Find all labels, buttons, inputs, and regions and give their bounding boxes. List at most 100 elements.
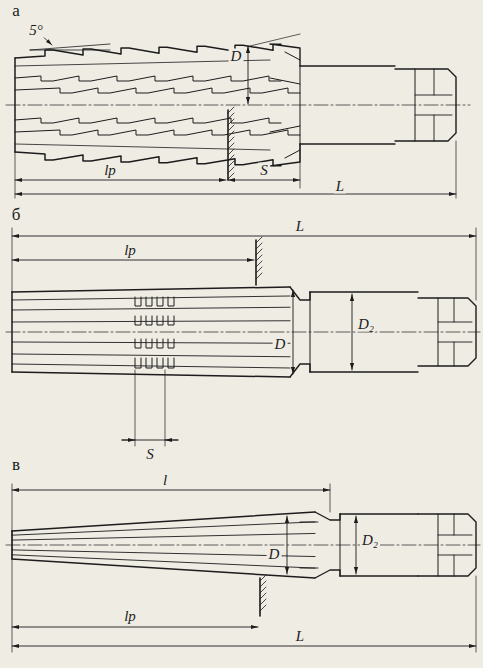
outline-stroke [12,342,290,343]
outline-stroke [157,297,163,306]
outline-stroke [438,514,439,576]
outline-stroke [15,144,270,150]
outline-stroke [12,372,290,377]
outline-stroke [438,322,472,323]
outline-stroke [146,358,152,368]
outline-stroke [12,354,290,357]
reamer-lines [6,32,480,652]
stop-face [227,110,229,180]
outline-stroke [165,370,166,446]
hatch [260,593,266,599]
hatch [260,587,266,593]
outline-stroke [340,514,341,576]
dimension-line [12,646,476,647]
hatch [228,143,234,149]
dimension-label: lр [122,609,138,624]
center-line [6,105,470,106]
outline-stroke [418,514,476,576]
hatch [228,113,234,119]
outline-stroke [300,66,301,144]
dimension-label: D [273,337,288,352]
dimension-line [15,180,226,181]
hatch [228,107,234,113]
outline-stroke [168,339,174,348]
outline-stroke [300,65,395,66]
outline-stroke [12,307,290,310]
outline-stroke [168,358,174,368]
outline-stroke [15,88,300,93]
dimension-line [15,194,456,195]
hatch [228,173,234,179]
outline-stroke [315,512,340,520]
dimension-line [352,294,353,370]
outline-stroke [157,339,163,348]
dimension-label: lр [102,163,118,178]
hatch [228,131,234,137]
outline-stroke [434,69,435,95]
outline-stroke [135,297,141,306]
dimension-line [248,46,249,104]
outline-stroke [12,531,13,652]
outline-stroke [146,316,152,325]
hatch [228,155,234,161]
outline-stroke [270,126,300,132]
outline-stroke [30,44,110,50]
hatch [256,267,262,273]
outline-stroke [135,339,141,348]
hatch [228,125,234,131]
hatch [228,149,234,155]
outline-stroke [285,150,300,158]
dimension-label: D [229,49,244,64]
outline-stroke [300,568,318,569]
dimension-line [12,236,476,237]
outline-stroke [135,316,141,325]
outline-stroke [415,95,452,96]
hatch [256,261,262,267]
outline-stroke [168,316,174,325]
dimension-line [228,180,300,181]
outline-stroke [438,342,472,343]
outline-stroke [270,144,300,166]
outline-stroke [438,555,472,556]
outline-stroke [285,52,300,60]
outline-stroke [146,297,152,306]
outline-stroke [15,152,281,166]
dimension-label: 5° [27,23,45,38]
dimension-line [12,260,254,261]
outline-stroke [300,522,318,523]
outline-stroke [15,118,281,123]
outline-stroke [12,321,290,322]
outline-stroke [135,370,136,446]
outline-stroke [395,69,456,141]
dimension-line [287,516,288,574]
outline-stroke [157,316,163,325]
outline-stroke [300,143,395,144]
hatch [260,599,266,605]
outline-stroke [122,440,178,441]
hatch [256,243,262,249]
hatch [228,161,234,167]
outline-stroke [415,115,452,116]
center-line [6,332,480,333]
outline-stroke [270,78,300,84]
outline-stroke [12,296,290,300]
outline-stroke [415,69,416,141]
outline-stroke [310,292,311,372]
dimension-line [356,516,357,574]
dimension-line [12,490,330,491]
outline-stroke [418,298,476,366]
outline-stroke [310,291,418,292]
outline-stroke [250,34,300,46]
dimension-label: в [10,456,22,473]
outline-stroke [315,570,340,578]
outline-stroke [300,144,301,188]
outline-stroke [434,115,435,141]
outline-stroke [340,513,418,514]
dimension-label: D₂ [356,317,376,332]
dimension-label: L [294,629,306,644]
outline-stroke [438,298,439,366]
outline-stroke [310,371,418,372]
dimension-label: а [10,2,22,19]
dimension-label: l [161,473,169,488]
outline-stroke [135,358,141,368]
